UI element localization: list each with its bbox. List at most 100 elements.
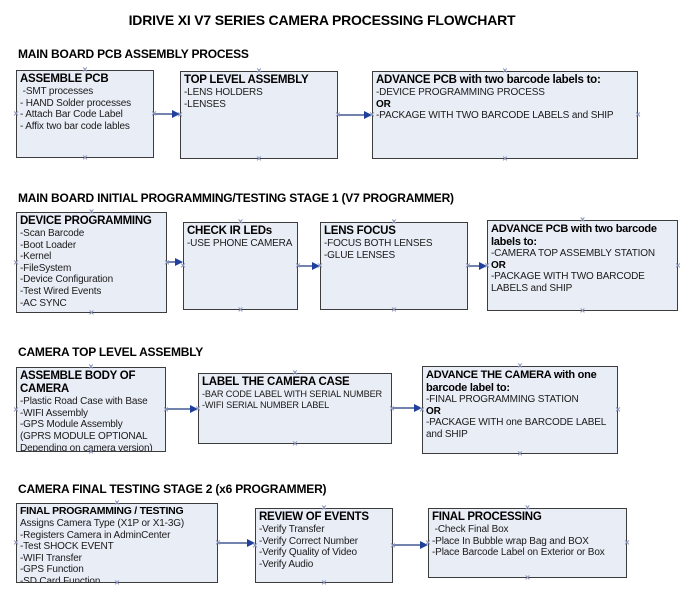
flow-box[interactable]: FINAL PROCESSING -Check Final Box-Place … [428,508,627,578]
connection-handle-icon[interactable]: × [484,260,490,270]
connection-handle-icon[interactable]: × [317,260,323,271]
connection-handle-icon[interactable]: × [502,65,508,76]
connection-handle-icon[interactable]: × [579,214,586,225]
connection-handle-icon[interactable]: × [635,109,641,120]
arrowhead-icon [420,541,428,549]
section-header: CAMERA FINAL TESTING STAGE 2 (x6 PROGRAM… [18,482,327,496]
connection-handle-icon[interactable]: × [295,260,301,271]
flow-box[interactable]: ADVANCE PCB with two barcode labels to:-… [487,220,678,311]
connection-handle-icon[interactable]: × [425,537,431,548]
connection-handle-icon[interactable]: × [163,404,169,414]
box-item: -DEVICE PROGRAMMING PROCESS [376,87,545,99]
connector-line[interactable] [392,407,416,409]
box-item: -AC SYNC [20,297,67,309]
connection-handle-icon[interactable]: × [252,540,258,550]
connection-handle-icon[interactable]: × [177,109,183,120]
connection-handle-icon[interactable]: × [13,108,19,119]
flow-box[interactable]: DEVICE PROGRAMMING-Scan Barcode-Boot Loa… [16,212,167,313]
connector-line[interactable] [298,265,314,267]
flow-box[interactable]: TOP LEVEL ASSEMBLY-LENS HOLDERS-LENSES [180,71,338,159]
connection-handle-icon[interactable]: × [164,257,170,267]
connection-handle-icon[interactable]: × [180,260,186,271]
connector-line[interactable] [218,542,249,544]
box-title: LABEL THE CAMERA CASE [202,376,350,388]
flow-box[interactable]: ADVANCE THE CAMERA with one barcode labe… [422,366,618,454]
box-item: -Verify Audio [259,558,314,570]
box-item: -PACKAGE WITH one BARCODE LABEL and SHIP [426,417,609,440]
box-item: -FOCUS BOTH LENSES [324,238,433,250]
connection-handle-icon[interactable]: × [321,502,327,513]
connection-handle-icon[interactable]: × [237,304,244,315]
connector-line[interactable] [393,544,422,546]
connection-handle-icon[interactable]: × [215,537,221,548]
connection-handle-icon[interactable]: × [195,403,201,413]
connection-handle-icon[interactable]: × [256,65,262,76]
connection-handle-icon[interactable]: × [114,577,120,588]
connector-line[interactable] [154,113,174,115]
connection-handle-icon[interactable]: × [579,305,586,316]
connection-handle-icon[interactable]: × [465,260,471,271]
box-item: -Boot Loader [20,239,77,251]
flow-box[interactable]: ASSEMBLE BODY OF CAMERA-Plastic Road Cas… [16,367,166,452]
box-title: REVIEW OF EVENTS [259,511,369,523]
arrowhead-icon [190,405,198,413]
connection-handle-icon[interactable]: × [389,403,395,413]
page-title: IDRIVE XI V7 SERIES CAMERA PROCESSING FL… [128,12,516,28]
box-item: -Registers Camera in AdminCenter [20,529,171,541]
flow-box[interactable]: REVIEW OF EVENTS-Verify Transfer-Verify … [255,508,393,583]
connection-handle-icon[interactable]: × [502,153,508,164]
connection-handle-icon[interactable]: × [675,260,681,270]
box-item: - Attach Bar Code Label [20,109,123,121]
connection-handle-icon[interactable]: × [237,216,244,227]
connection-handle-icon[interactable]: × [524,502,531,513]
connection-handle-icon[interactable]: × [517,360,523,371]
box-title: ADVANCE THE CAMERA with one barcode labe… [426,369,597,394]
box-title: ASSEMBLE PCB [20,73,109,85]
connection-handle-icon[interactable]: × [517,448,523,459]
connector-line[interactable] [166,408,192,410]
flow-box[interactable]: LABEL THE CAMERA CASE-BAR CODE LABEL WIT… [198,373,392,444]
connection-handle-icon[interactable]: × [13,404,19,414]
connection-handle-icon[interactable]: × [624,537,630,548]
box-item: -WIFI SERIAL NUMBER LABEL [202,399,330,410]
connection-handle-icon[interactable]: × [615,404,621,415]
connection-handle-icon[interactable]: × [419,404,425,415]
connector-line[interactable] [167,261,177,263]
connector-line[interactable] [468,265,481,267]
box-item: -WIFI Transfer [20,552,82,564]
connector-line[interactable] [338,114,366,116]
connection-handle-icon[interactable]: × [13,537,19,548]
connection-handle-icon[interactable]: × [88,361,94,372]
flow-box[interactable]: ASSEMBLE PCB -SMT processes- HAND Solder… [16,70,154,158]
flow-box[interactable]: LENS FOCUS-FOCUS BOTH LENSES-GLUE LENSES [320,222,468,310]
connection-handle-icon[interactable]: × [88,446,94,457]
arrowhead-icon [479,262,487,270]
connection-handle-icon[interactable]: × [82,64,88,75]
connection-handle-icon[interactable]: × [292,438,298,449]
connection-handle-icon[interactable]: × [524,572,531,583]
connection-handle-icon[interactable]: × [88,206,95,217]
box-item: -Place In Bubble wrap Bag and BOX [432,535,589,547]
connection-handle-icon[interactable]: × [369,109,375,120]
connection-handle-icon[interactable]: × [13,257,19,267]
box-item: -LENSES [184,98,226,110]
connection-handle-icon[interactable]: × [321,577,327,588]
box-item: -FINAL PROGRAMMING STATION [426,394,579,406]
box-item: -CAMERA TOP ASSEMBLY STATION [491,248,655,260]
box-title: TOP LEVEL ASSEMBLY [184,74,309,86]
connection-handle-icon[interactable]: × [391,304,397,315]
flow-box[interactable]: ADVANCE PCB with two barcode labels to:-… [372,71,638,159]
connection-handle-icon[interactable]: × [151,108,157,119]
connection-handle-icon[interactable]: × [256,153,262,164]
connection-handle-icon[interactable]: × [114,497,120,508]
box-item: Depending on camera version) [20,442,153,452]
connection-handle-icon[interactable]: × [88,307,95,318]
connection-handle-icon[interactable]: × [391,216,397,227]
connection-handle-icon[interactable]: × [335,109,341,120]
box-item: -Plastic Road Case with Base [20,396,148,408]
flow-box[interactable]: CHECK IR LEDs-USE PHONE CAMERA [183,222,298,310]
connection-handle-icon[interactable]: × [292,367,298,378]
connection-handle-icon[interactable]: × [390,540,396,550]
connection-handle-icon[interactable]: × [82,152,88,163]
